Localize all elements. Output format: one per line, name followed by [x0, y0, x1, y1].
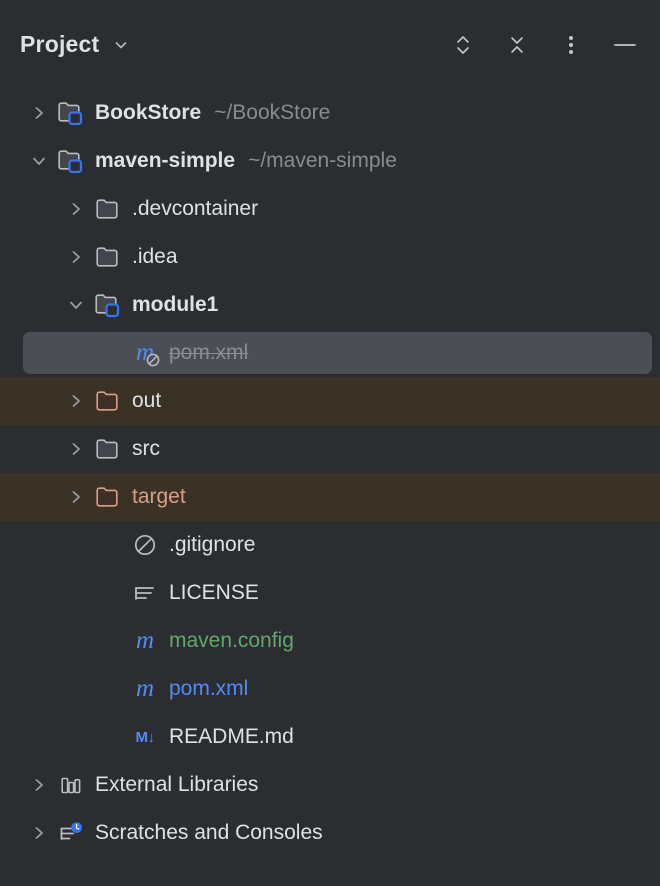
text-file-icon: [130, 578, 160, 608]
tree-row-license[interactable]: LICENSE: [0, 569, 660, 617]
tree-row-label: .devcontainer: [132, 197, 259, 220]
tree-toggle-spacer: [100, 580, 126, 606]
tree-row-label: pom.xml: [169, 341, 249, 364]
tree-toggle-spacer: [100, 724, 126, 750]
gitignore-icon: [130, 530, 160, 560]
tree-row-label: module1: [132, 293, 219, 316]
tree-row-maven-config[interactable]: m maven.config: [0, 617, 660, 665]
tree-toggle-scratches[interactable]: [26, 820, 52, 846]
tree-row-root-pom[interactable]: m pom.xml: [0, 665, 660, 713]
tree-row-maven-simple[interactable]: maven-simple ~/maven-simple: [0, 137, 660, 185]
tree-row-target[interactable]: target: [0, 473, 660, 521]
page-title: Project: [20, 31, 100, 57]
folder-excluded-icon: [93, 386, 123, 416]
tree-row-bookstore[interactable]: BookStore ~/BookStore: [0, 89, 660, 137]
tree-row-gitignore[interactable]: .gitignore: [0, 521, 660, 569]
tree-row-module1[interactable]: module1: [0, 281, 660, 329]
markdown-icon: M↓: [135, 728, 156, 746]
collapse-all-icon[interactable]: [504, 32, 530, 58]
tree-toggle-idea[interactable]: [63, 244, 89, 270]
tree-toggle-module1[interactable]: [63, 292, 89, 318]
tree-row-devcontainer[interactable]: .devcontainer: [0, 185, 660, 233]
tree-row-label: Scratches and Consoles: [95, 821, 323, 844]
tree-row-idea[interactable]: .idea: [0, 233, 660, 281]
tree-row-path: ~/maven-simple: [248, 149, 397, 172]
folder-excluded-icon: [93, 482, 123, 512]
folder-icon: [93, 242, 123, 272]
tree-row-path: ~/BookStore: [214, 101, 331, 124]
tree-toggle-spacer: [100, 532, 126, 558]
tree-toggle-spacer: [100, 628, 126, 654]
maven-file-icon: m: [135, 626, 155, 654]
tree-row-label: src: [132, 437, 160, 460]
tree-row-label: pom.xml: [169, 677, 249, 700]
module-folder-icon: [93, 290, 123, 320]
maven-file-excluded-icon: m: [130, 338, 160, 368]
tree-row-external-libraries[interactable]: External Libraries: [0, 761, 660, 809]
tree-toggle-target[interactable]: [63, 484, 89, 510]
tree-row-label: out: [132, 389, 162, 412]
module-folder-icon: [56, 98, 86, 128]
tree-row-src[interactable]: src: [0, 425, 660, 473]
tree-row-label: .gitignore: [169, 533, 256, 556]
more-vertical-icon[interactable]: [558, 32, 584, 58]
tree-toggle-spacer: [100, 676, 126, 702]
tree-row-label: BookStore: [95, 101, 202, 124]
tree-row-readme[interactable]: M↓ README.md: [0, 713, 660, 761]
tree-row-label: maven.config: [169, 629, 294, 652]
tree-toggle-src[interactable]: [63, 436, 89, 462]
selection-highlight: [23, 332, 652, 374]
minimize-icon[interactable]: [612, 32, 638, 58]
tree-row-label: target: [132, 485, 186, 508]
tree-row-label: .idea: [132, 245, 178, 268]
tree-row-label: README.md: [169, 725, 294, 748]
tree-toggle-external-libraries[interactable]: [26, 772, 52, 798]
tree-row-module1-pom[interactable]: m pom.xml: [0, 329, 660, 377]
tree-toggle-devcontainer[interactable]: [63, 196, 89, 222]
scratches-icon: [56, 818, 86, 848]
header-actions: [450, 32, 638, 58]
module-folder-icon: [56, 146, 86, 176]
folder-icon: [93, 434, 123, 464]
expand-all-icon[interactable]: [450, 32, 476, 58]
tool-window-header: Project: [0, 0, 660, 89]
tree-toggle-bookstore[interactable]: [26, 100, 52, 126]
tree-row-label: LICENSE: [169, 581, 259, 604]
tree-row-label: External Libraries: [95, 773, 259, 796]
project-tree[interactable]: BookStore ~/BookStore maven-simple ~/maven-…: [0, 89, 660, 857]
tree-row-scratches[interactable]: Scratches and Consoles: [0, 809, 660, 857]
chevron-down-icon[interactable]: [112, 36, 130, 54]
maven-file-icon: m: [135, 674, 155, 702]
tree-toggle-maven-simple[interactable]: [26, 148, 52, 174]
folder-icon: [93, 194, 123, 224]
external-libraries-icon: [56, 770, 86, 800]
tree-row-label: maven-simple: [95, 149, 236, 172]
tree-toggle-spacer: [100, 340, 126, 366]
tree-toggle-out[interactable]: [63, 388, 89, 414]
tree-row-out[interactable]: out: [0, 377, 660, 425]
